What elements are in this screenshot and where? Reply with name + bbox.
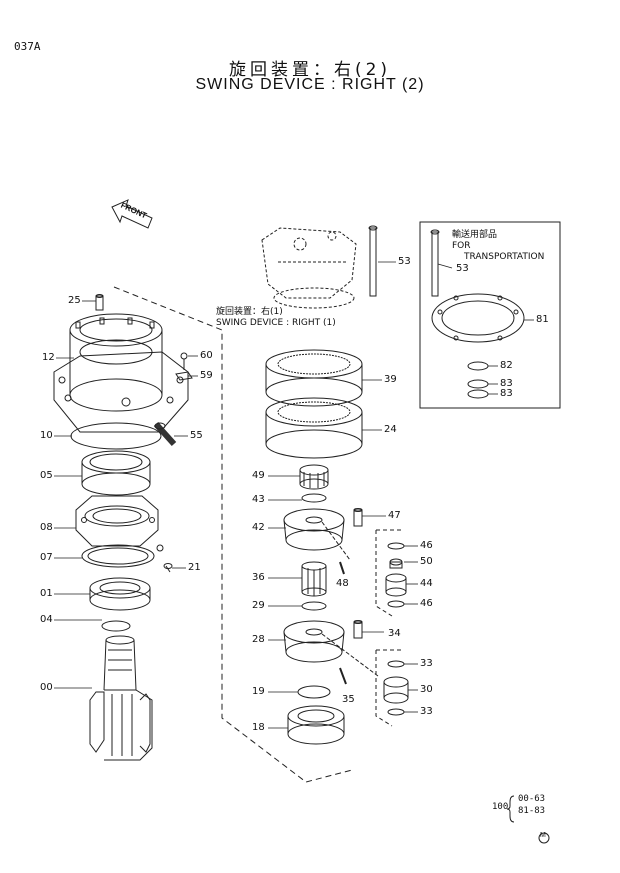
callout-42: 42 — [252, 522, 265, 533]
part-18-bearing — [287, 705, 345, 745]
part-28-carrier — [283, 620, 379, 677]
callout-55: 55 — [190, 430, 203, 441]
part-48-pin — [339, 561, 345, 575]
part-47-pin — [353, 508, 363, 527]
callout-53-main: 53 — [398, 256, 411, 267]
callout-12: 12 — [42, 352, 55, 363]
callout-05: 05 — [40, 470, 53, 481]
part-42-carrier — [283, 508, 351, 561]
callout-30: 30 — [420, 684, 433, 695]
callout-39: 39 — [384, 374, 397, 385]
callout-10: 10 — [40, 430, 53, 441]
transport-label-en1: FOR — [452, 241, 471, 251]
part-46-washer-a — [387, 542, 405, 550]
part-19-snap-ring — [297, 685, 331, 699]
callout-49: 49 — [252, 470, 265, 481]
transport-box-frame — [419, 221, 561, 409]
part-83-nuts — [467, 379, 489, 399]
part-30-planet-gear — [383, 676, 409, 704]
callout-00: 00 — [40, 682, 53, 693]
part-29-plate — [301, 601, 327, 611]
callout-18: 18 — [252, 722, 265, 733]
part-36-shaft-gear — [301, 561, 327, 597]
leader-lines — [54, 261, 534, 729]
motor-assembly — [261, 227, 357, 309]
callout-08: 08 — [40, 522, 53, 533]
callout-43: 43 — [252, 494, 265, 505]
part-46-washer-b — [387, 600, 405, 608]
part-08-holder — [75, 495, 159, 547]
footer-serial-prefix: 100 — [492, 802, 509, 812]
part-33-washer-a — [387, 660, 405, 668]
part-24-ring-gear — [265, 397, 363, 459]
page-title-en: SWING DEVICE : RIGHT (2) — [195, 76, 425, 93]
callout-50: 50 — [420, 556, 433, 567]
part-07-seal — [81, 544, 155, 568]
callout-25: 25 — [68, 295, 81, 306]
callout-29: 29 — [252, 600, 265, 611]
part-60-plug — [180, 352, 188, 370]
part-12-housing — [53, 313, 189, 433]
front-arrow-icon — [111, 199, 153, 229]
page-title-jp: 旋回装置：右(2) — [228, 60, 392, 80]
transport-label-jp: 輸送用部品 — [452, 230, 498, 240]
callout-07: 07 — [40, 552, 53, 563]
callout-33-a: 33 — [420, 658, 433, 669]
part-59-bracket — [175, 371, 193, 381]
callout-28: 28 — [252, 634, 265, 645]
callout-34: 34 — [388, 628, 401, 639]
callout-48: 48 — [336, 578, 349, 589]
callout-82: 82 — [500, 360, 513, 371]
callout-60: 60 — [200, 350, 213, 361]
part-50-needle-bearing — [389, 558, 403, 569]
part-53-transport-bolt — [430, 229, 440, 297]
subassembly-label-en: SWING DEVICE : RIGHT (1) — [216, 318, 336, 328]
part-55-sensor — [153, 421, 177, 447]
part-53-bolt — [368, 225, 378, 297]
callout-04: 04 — [40, 614, 53, 625]
part-43-plate — [301, 493, 327, 503]
planet-set-1-guide — [375, 529, 402, 617]
callout-46-a: 46 — [420, 540, 433, 551]
part-35-pin — [339, 667, 347, 685]
footer-brace — [506, 795, 515, 823]
callout-53-transport: 53 — [456, 263, 469, 274]
part-82-washer — [467, 361, 489, 371]
callout-36: 36 — [252, 572, 265, 583]
part-21-bolt — [156, 544, 173, 573]
callout-46-b: 46 — [420, 598, 433, 609]
footer-mark: M — [540, 832, 546, 839]
callout-24: 24 — [384, 424, 397, 435]
part-39-ring-gear — [265, 349, 363, 407]
part-04-ring — [101, 620, 131, 632]
footer-serial-range-2: 81-83 — [518, 806, 546, 816]
m-mark-circle — [538, 832, 550, 844]
transport-label-en2: TRANSPORTATION — [464, 252, 545, 262]
callout-59: 59 — [200, 370, 213, 381]
part-81-cover-plate — [431, 293, 525, 343]
callout-44: 44 — [420, 578, 433, 589]
planet-set-2-guide — [375, 649, 402, 727]
part-49-sun-gear — [299, 464, 329, 490]
callout-81: 81 — [536, 314, 549, 325]
page-code: 037A — [14, 40, 41, 53]
part-44-planet-gear — [385, 573, 407, 597]
subassembly-label-jp: 旋回装置：右(1) — [216, 307, 283, 317]
part-01-collar — [89, 577, 151, 611]
part-05-bearing — [81, 450, 151, 496]
part-25-bolt — [95, 294, 104, 311]
callout-19: 19 — [252, 686, 265, 697]
callout-35: 35 — [342, 694, 355, 705]
callout-33-b: 33 — [420, 706, 433, 717]
footer-serial-range-1: 00-63 — [518, 794, 546, 804]
part-00-shaft — [89, 635, 153, 761]
part-33-washer-b — [387, 708, 405, 716]
callout-47: 47 — [388, 510, 401, 521]
callout-21: 21 — [188, 562, 201, 573]
callout-83-a: 83 — [500, 378, 513, 389]
callout-83-b: 83 — [500, 388, 513, 399]
part-34-pin — [353, 620, 363, 639]
callout-01: 01 — [40, 588, 53, 599]
